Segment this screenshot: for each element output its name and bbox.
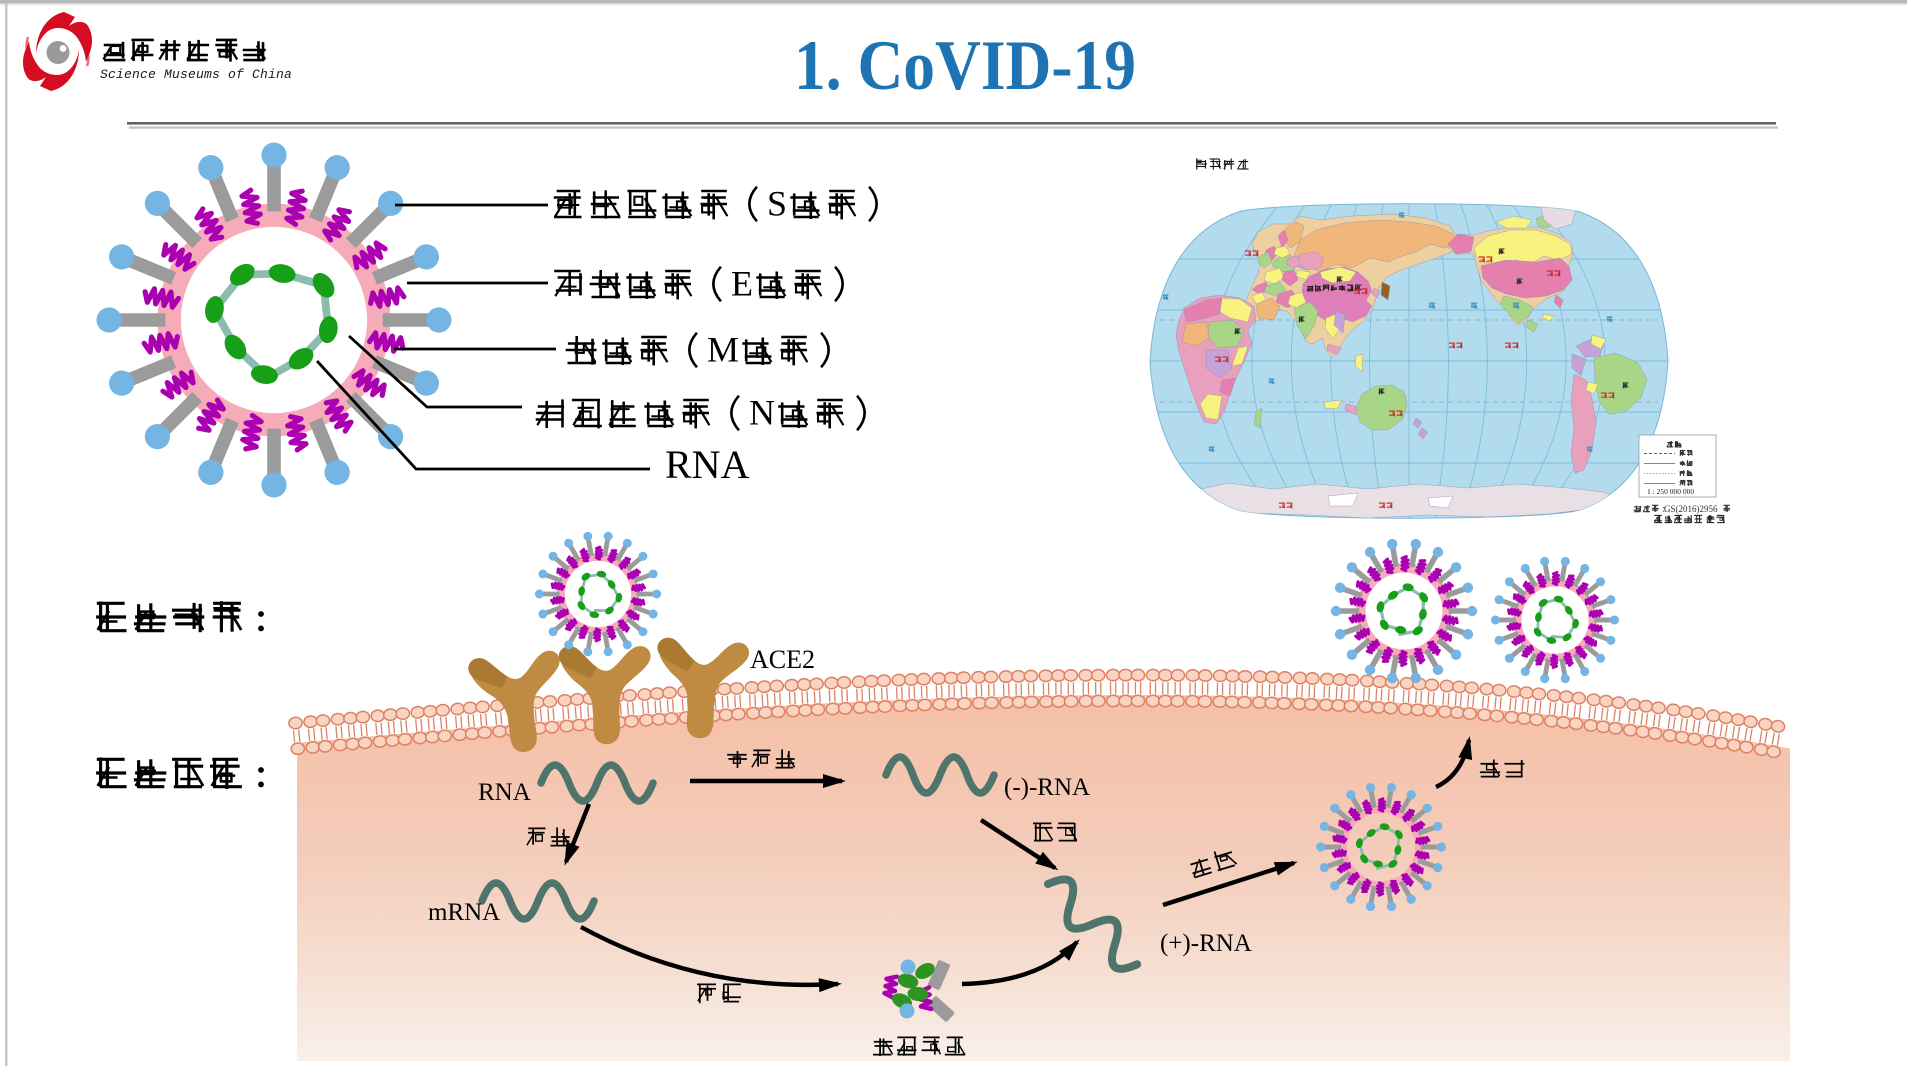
svg-text:(-)-RNA: (-)-RNA xyxy=(1004,774,1090,801)
svg-text:mRNA: mRNA xyxy=(428,899,500,926)
svg-text:N: N xyxy=(749,393,775,433)
svg-text:RNA: RNA xyxy=(478,779,531,806)
svg-text:RNA: RNA xyxy=(665,442,750,487)
svg-text:1. CoVID-19: 1. CoVID-19 xyxy=(794,27,1136,105)
svg-text:ACE2: ACE2 xyxy=(750,645,815,674)
svg-text:1 : 250 000 000: 1 : 250 000 000 xyxy=(1647,487,1694,496)
svg-text:S: S xyxy=(767,184,787,224)
svg-text:Science Museums of China: Science Museums of China xyxy=(100,67,292,82)
svg-text:(+)-RNA: (+)-RNA xyxy=(1160,930,1252,957)
svg-text:E: E xyxy=(731,264,753,304)
svg-text:GS(2016)2956: GS(2016)2956 xyxy=(1664,504,1718,514)
svg-text:M: M xyxy=(707,330,739,370)
